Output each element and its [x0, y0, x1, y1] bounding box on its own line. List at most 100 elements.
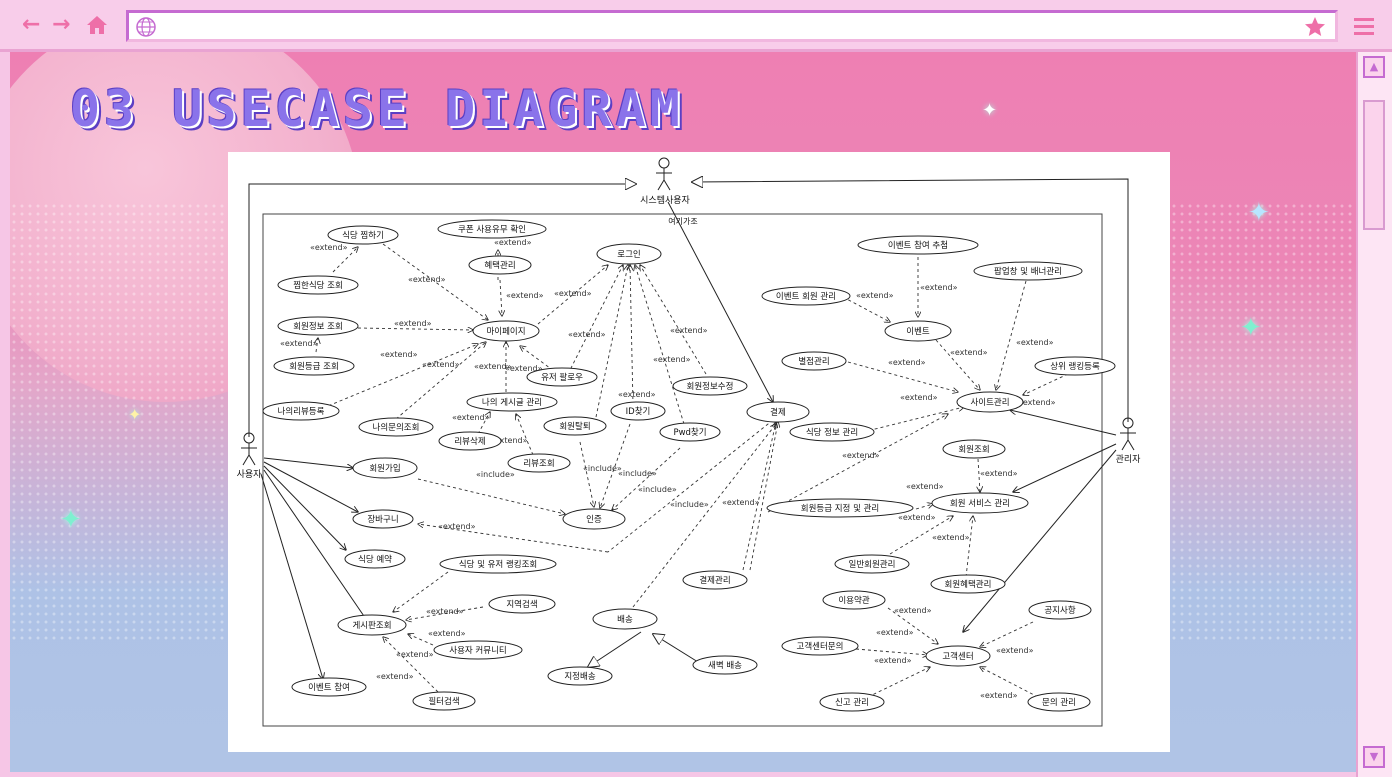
actor-admin [1120, 417, 1136, 451]
extend-label: «extend» [1018, 398, 1056, 407]
sparkle-icon: ✦ [128, 405, 142, 424]
actor-associations [260, 201, 1117, 679]
scroll-thumb[interactable] [1363, 100, 1385, 230]
home-icon[interactable] [85, 14, 109, 40]
usecase-member-benefit-mgmt: 회원혜택관리 [930, 574, 1006, 594]
usecase-region-search: 지역검색 [488, 594, 556, 614]
svg-text:결제: 결제 [770, 407, 786, 418]
svg-text:나의리뷰등록: 나의리뷰등록 [278, 406, 325, 417]
usecase-withdraw: 회원탈퇴 [543, 416, 607, 436]
extend-label: «extend» [894, 606, 932, 615]
svg-text:새벽 배송: 새벽 배송 [708, 660, 742, 671]
usecase-diagram-canvas: «extend» «extend» «extend» «extend» «ext… [237, 157, 1141, 727]
actor-user [241, 432, 257, 466]
browser-toolbar: ← → [0, 0, 1392, 52]
extend-label: «extend» [906, 482, 944, 491]
usecase-ranking-view: 식당 및 유저 랭킹조회 [439, 554, 557, 574]
note-label: 여기가조 [668, 216, 697, 226]
extend-label: «extend» [920, 283, 958, 292]
usecase-mypage: 마이페이지 [472, 320, 540, 342]
svg-text:고객센터문의: 고객센터문의 [797, 641, 844, 652]
svg-text:찜한식당 조회: 찜한식당 조회 [293, 280, 343, 291]
usecase-grade-assign: 회원등급 지정 및 관리 [766, 498, 914, 518]
usecase-site-mgmt: 사이트관리 [956, 391, 1024, 413]
vertical-scrollbar[interactable]: ▲ ▼ [1356, 52, 1392, 777]
include-label: «include» [476, 470, 515, 479]
usecase-user-community: 사용자 커뮤니티 [433, 640, 523, 660]
usecase-signup: 회원가입 [352, 457, 418, 479]
actor-system-user [656, 157, 672, 191]
usecase-reservation: 식당 예약 [344, 549, 406, 569]
extend-label: «extend» [722, 498, 760, 507]
usecase-general-member-mgmt: 일반회원관리 [834, 554, 910, 574]
globe-icon [135, 16, 157, 42]
usecase-event-draw: 이벤트 참여 추첨 [857, 235, 979, 255]
usecase-event-join: 이벤트 참여 [291, 677, 367, 697]
include-label: «include» [583, 464, 622, 473]
usecase-diagram: «extend» «extend» «extend» «extend» «ext… [228, 152, 1170, 752]
svg-text:상위 랭킹등록: 상위 랭킹등록 [1050, 361, 1100, 372]
usecase-notice: 공지사항 [1028, 600, 1092, 620]
star-icon[interactable] [1303, 15, 1327, 43]
usecase-cs-center: 고객센터 [925, 645, 991, 667]
extend-label: «extend» [888, 358, 926, 367]
extend-label: «extend» [394, 319, 432, 328]
extend-label: «extend» [932, 533, 970, 542]
scroll-down-icon[interactable]: ▼ [1363, 746, 1385, 768]
usecase-terms: 이용약관 [822, 590, 886, 610]
svg-text:이용약관: 이용약관 [838, 595, 869, 606]
svg-text:회원등급 지정 및 관리: 회원등급 지정 및 관리 [801, 503, 880, 514]
scroll-up-icon[interactable]: ▲ [1363, 56, 1385, 78]
usecase-member-view: 회원조회 [942, 439, 1006, 459]
svg-text:공지사항: 공지사항 [1044, 606, 1075, 616]
usecase-my-review-register: 나의리뷰등록 [262, 401, 340, 421]
svg-text:회원탈퇴: 회원탈퇴 [559, 422, 590, 432]
svg-text:인증: 인증 [586, 514, 602, 525]
extend-label: «extend» [494, 238, 532, 247]
svg-text:일반회원관리: 일반회원관리 [849, 559, 896, 570]
include-label: «include» [618, 469, 657, 478]
hamburger-menu-icon[interactable] [1352, 16, 1376, 40]
extend-label: «extend» [980, 469, 1018, 478]
svg-text:필터검색: 필터검색 [428, 696, 459, 707]
extend-label: «extend» [980, 691, 1018, 700]
arrow-left-icon[interactable]: ← [22, 12, 41, 37]
extend-label: «extend» [653, 355, 691, 364]
svg-text:이벤트 참여: 이벤트 참여 [308, 682, 350, 693]
extend-label: «extend» [310, 243, 348, 252]
extend-label: «extend» [380, 350, 418, 359]
extend-label: «extend» [438, 522, 476, 531]
svg-text:회원등급 조회: 회원등급 조회 [289, 362, 339, 372]
usecase-review-delete: 리뷰삭제 [438, 431, 502, 451]
system-boundary [262, 213, 1103, 727]
usecase-member-service-mgmt: 회원 서비스 관리 [931, 492, 1029, 514]
usecase-benefit-mgmt: 혜택관리 [468, 255, 532, 275]
extend-label: «extend» [376, 672, 414, 681]
extend-label: «extend» [396, 650, 434, 659]
page-title: 03 USECASE DIAGRAM [70, 80, 684, 138]
usecase-login: 로그인 [596, 243, 662, 265]
svg-text:나의문의조회: 나의문의조회 [373, 422, 420, 433]
usecase-rating-mgmt: 별점관리 [781, 351, 847, 371]
svg-text:신고 관리: 신고 관리 [835, 697, 869, 708]
extend-label: «extend» [996, 646, 1034, 655]
svg-text:Pwd찾기: Pwd찾기 [673, 427, 706, 438]
svg-text:배송: 배송 [617, 615, 633, 625]
svg-text:리뷰조회: 리뷰조회 [523, 459, 554, 469]
generalization-lines [248, 179, 1129, 667]
svg-text:게시판조회: 게시판조회 [352, 620, 391, 631]
usecase-restaurant-wishlist: 식당 찜하기 [327, 225, 399, 245]
svg-text:나의 게시글 관리: 나의 게시글 관리 [482, 397, 542, 408]
usecase-auth: 인증 [562, 508, 626, 530]
svg-text:리뷰삭제: 리뷰삭제 [454, 436, 485, 447]
svg-text:쿠폰 사용유무 확인: 쿠폰 사용유무 확인 [458, 224, 526, 235]
extend-label: «extend» [842, 451, 880, 460]
extend-label: «extend» [280, 339, 318, 348]
address-bar[interactable] [126, 10, 1338, 42]
svg-text:마이페이지: 마이페이지 [486, 326, 525, 337]
extend-label: «extend» [505, 364, 543, 373]
sparkle-icon: ✦ [1248, 198, 1270, 228]
svg-text:지역검색: 지역검색 [506, 599, 537, 610]
include-label: «include» [638, 485, 677, 494]
arrow-right-icon[interactable]: → [52, 12, 71, 37]
